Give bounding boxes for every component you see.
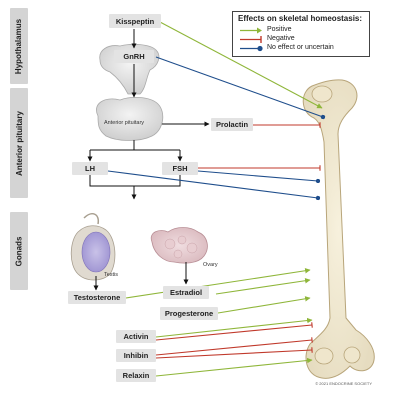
uncertain-dot-icon xyxy=(240,45,263,52)
section-gonads: Gonads xyxy=(10,212,28,290)
node-activin: Activin xyxy=(116,330,156,343)
legend-label-uncertain: No effect or uncertain xyxy=(267,44,334,51)
node-inhibin: Inhibin xyxy=(116,349,156,362)
section-anterior-pituitary: Anterior pituitary xyxy=(10,88,28,198)
ovary-illustration xyxy=(150,227,208,264)
testis-illustration xyxy=(70,213,116,281)
effect-activin-positive xyxy=(155,317,313,338)
node-kisspeptin: Kisspeptin xyxy=(109,14,161,28)
effect-lh-uncertain xyxy=(107,170,321,201)
legend-title: Effects on skeletal homeostasis: xyxy=(238,14,363,23)
label-anterior-pituitary: Anterior pituitary xyxy=(104,120,145,126)
effect-inhibin-negative-2 xyxy=(155,347,313,359)
effect-progesterone-positive xyxy=(217,296,311,314)
label-ovary: Ovary xyxy=(203,262,218,268)
node-relaxin: Relaxin xyxy=(116,369,156,382)
effect-gnrh-uncertain xyxy=(155,56,326,120)
label-testis: Testis xyxy=(104,272,119,278)
effect-testosterone-positive xyxy=(125,268,311,299)
node-progesterone: Progesterone xyxy=(160,307,218,320)
effect-fsh-uncertain xyxy=(197,170,321,184)
legend-item-uncertain: No effect or uncertain xyxy=(239,44,367,53)
section-hypothalamus: Hypothalamus xyxy=(10,8,28,84)
hierarchy-arrows xyxy=(87,29,210,291)
effect-relaxin-positive xyxy=(155,357,313,377)
node-testosterone: Testosterone xyxy=(68,291,126,304)
effect-lines xyxy=(107,21,326,377)
effect-estradiol-positive xyxy=(215,278,311,295)
legend-label-positive: Positive xyxy=(267,26,292,33)
node-fsh: FSH xyxy=(162,162,198,175)
anterior-pituitary-illustration xyxy=(96,96,164,141)
negative-tbar-icon xyxy=(240,36,262,43)
legend: Effects on skeletal homeostasis: Positiv… xyxy=(232,11,370,57)
node-gnrh: GnRH xyxy=(114,50,154,63)
legend-label-negative: Negative xyxy=(267,35,295,42)
arrow-pituitary-to-lh-fsh xyxy=(90,140,180,151)
node-lh: LH xyxy=(72,162,108,175)
node-estradiol: Estradiol xyxy=(163,286,209,299)
copyright-notice: © 2021 ENDOCRINE SOCIETY xyxy=(315,381,372,386)
effect-kisspeptin-positive xyxy=(159,21,323,109)
node-prolactin: Prolactin xyxy=(211,118,253,131)
effect-inhibin-negative xyxy=(155,337,313,356)
effect-activin-negative xyxy=(155,322,313,341)
positive-arrow-icon xyxy=(240,27,262,34)
legend-item-negative: Negative xyxy=(239,35,367,44)
femur-bone-illustration xyxy=(302,79,375,379)
legend-item-positive: Positive xyxy=(239,26,367,35)
